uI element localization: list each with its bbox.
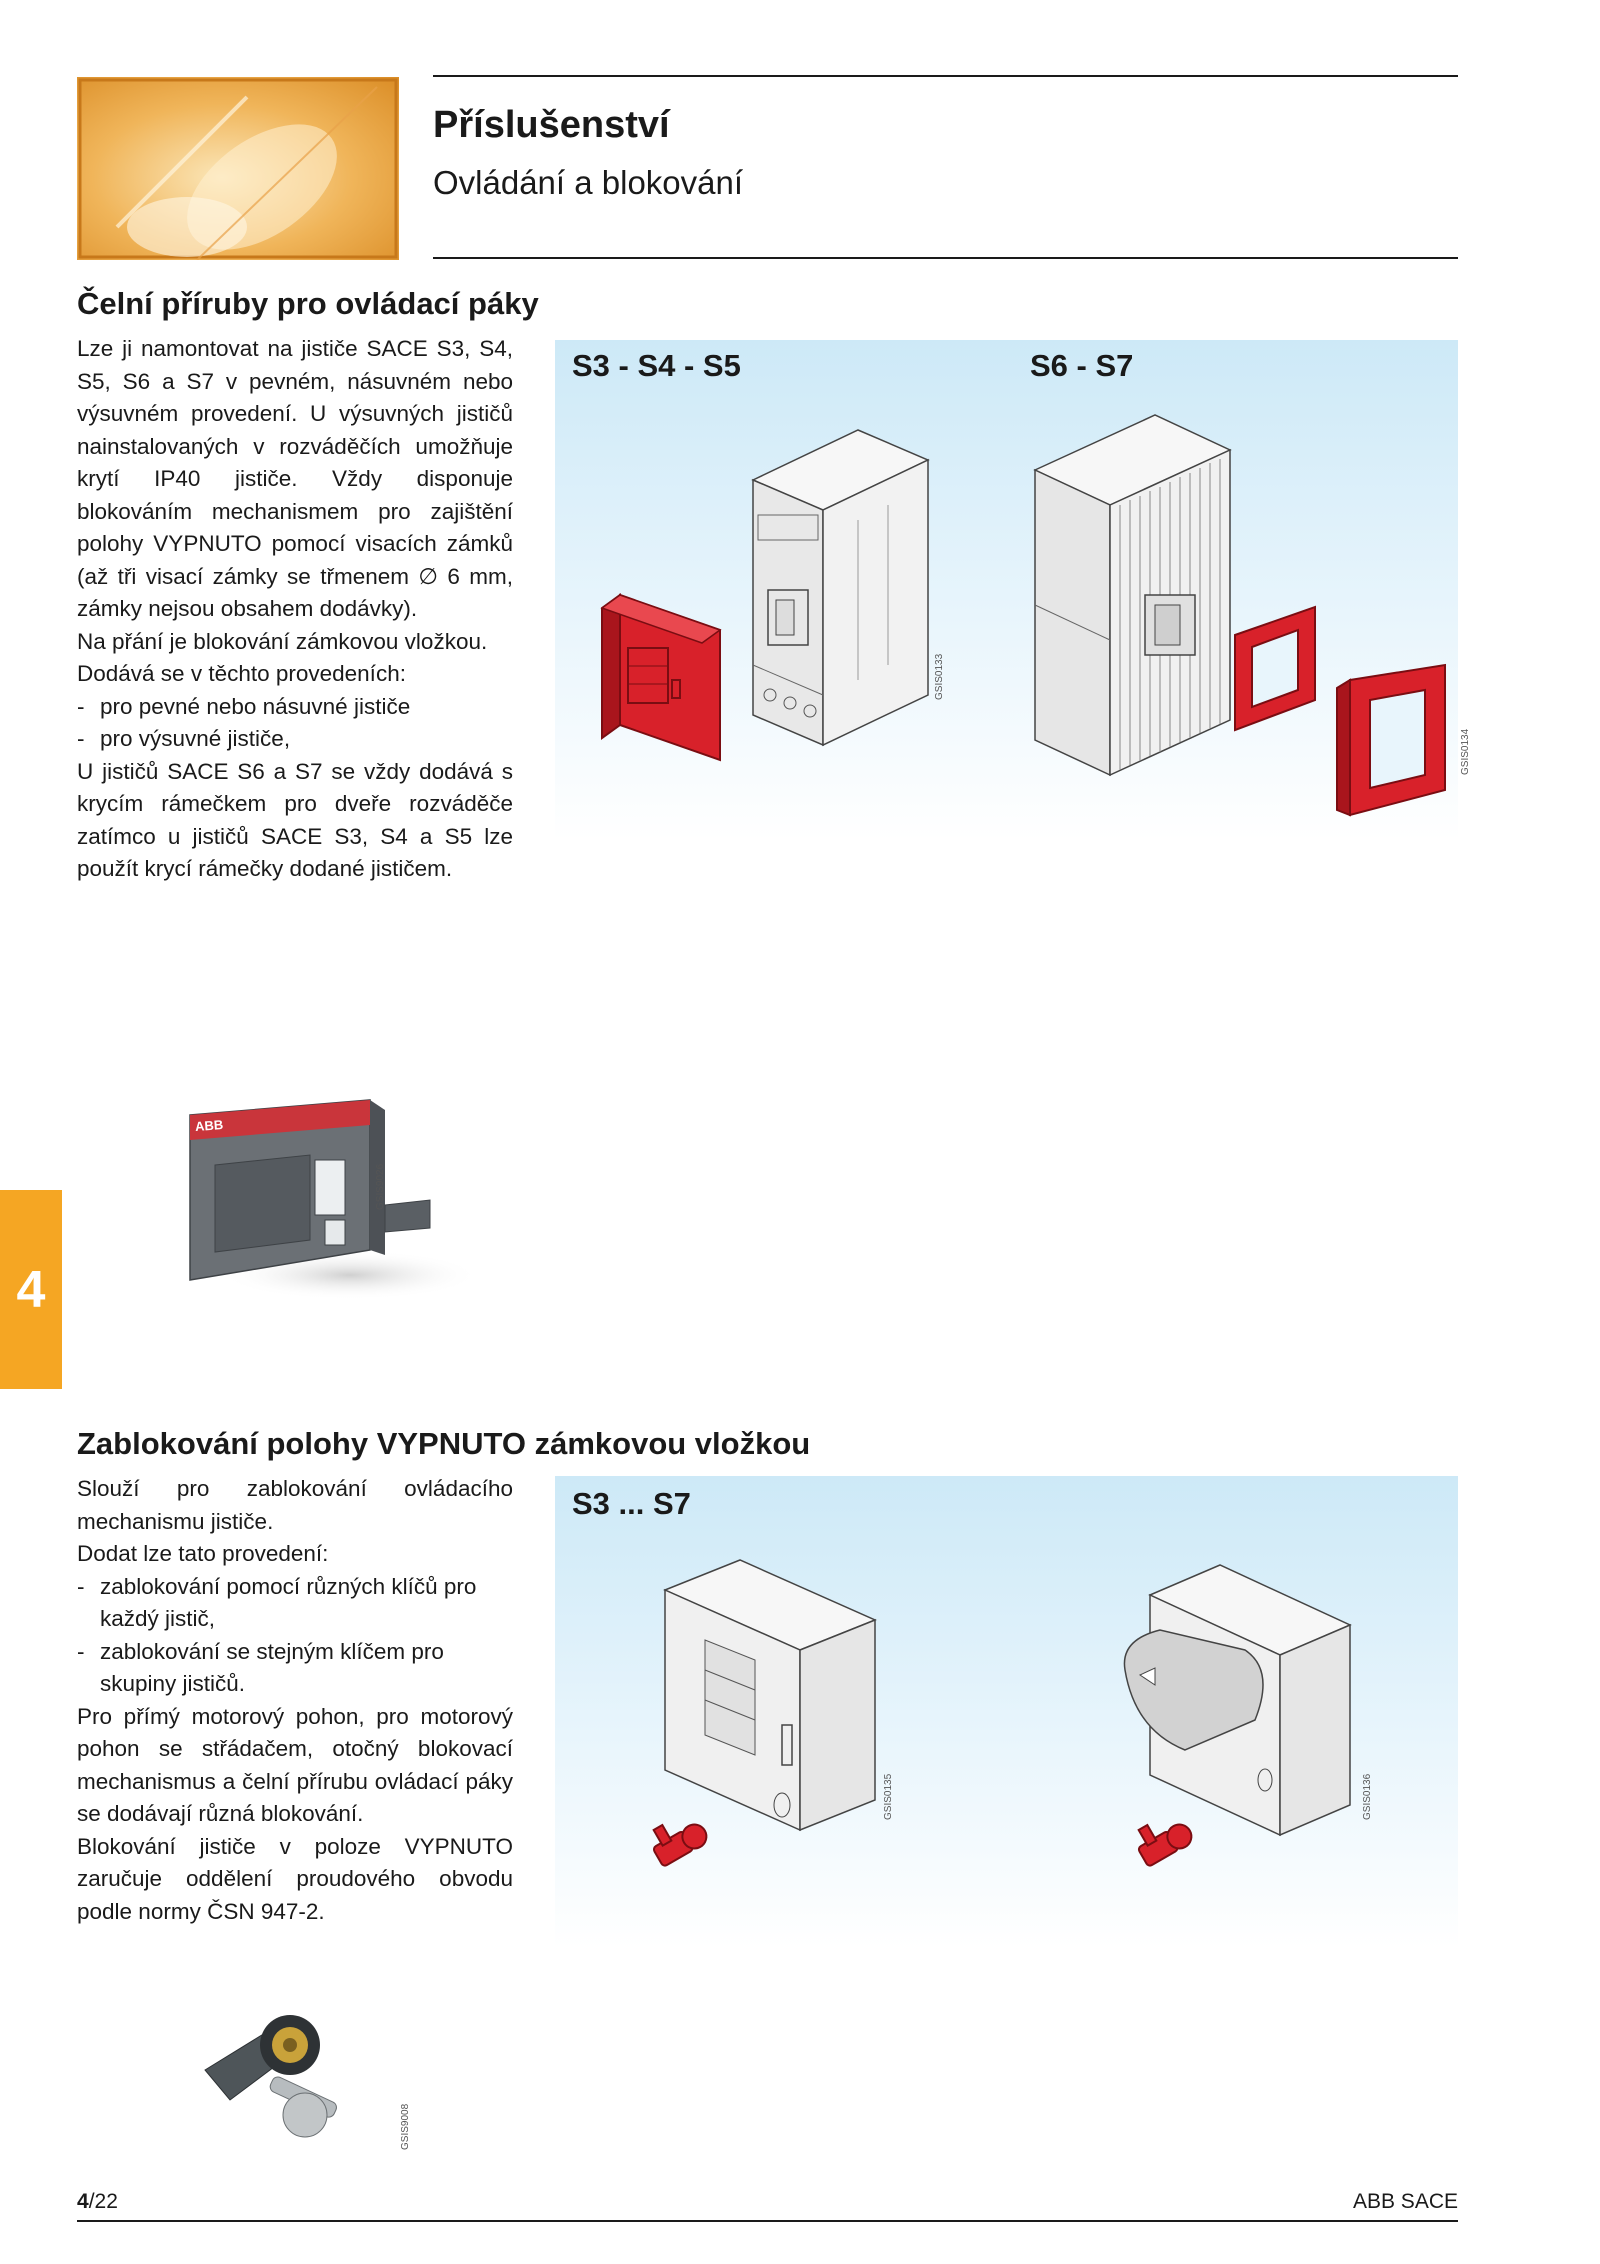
section2-heading: Zablokování polohy VYPNUTO zámkovou vlož… (77, 1426, 811, 1461)
list-item: -zablokování se stejným klíčem pro skupi… (77, 1638, 444, 1697)
header-top-rule (433, 75, 1458, 77)
section2-paragraph: Blokování jističe v poloze VYPNUTO zaruč… (77, 1833, 513, 1924)
panel-label-s3-s5: S3 - S4 - S5 (572, 348, 741, 383)
breaker-s3-s5-illustration (748, 420, 933, 755)
figure-code: GSIS0135 (883, 1773, 894, 1820)
key-lock-rotary-handle-illustration (1115, 1560, 1355, 1910)
header-bottom-rule (433, 257, 1458, 259)
section1-closing: U jističů SACE S6 a S7 se vždy dodává s … (77, 758, 513, 882)
flange-product-photo (180, 1080, 480, 1305)
breaker-s6-s7-illustration (1030, 405, 1235, 785)
door-frame-s6-s7-illustration (1335, 660, 1450, 825)
section1-paragraph: Dodává se v těchto provedeních: (77, 661, 406, 686)
flange-s3-s5-illustration (600, 590, 725, 770)
key-lock-product-photo (195, 2000, 395, 2165)
key-lock-flange-illustration (640, 1555, 880, 1910)
panel-label-s6-s7: S6 - S7 (1030, 348, 1134, 383)
page-number: 4/22 (77, 2190, 118, 2213)
list-item: -pro výsuvné jističe, (77, 726, 291, 751)
photo-brand-logo: ABB (194, 1117, 224, 1134)
panel-label-s3-s7: S3 ... S7 (572, 1486, 691, 1521)
page-subtitle: Ovládání a blokování (433, 164, 744, 201)
list-item: -zablokování pomocí různých klíčů pro ka… (77, 1573, 477, 1632)
footer-rule (77, 2220, 1458, 2222)
section2-paragraph: Pro přímý motorový pohon, pro motorový p… (77, 1703, 513, 1827)
figure-code: GSIS0134 (1460, 728, 1471, 775)
section2-paragraph: Slouží pro zablokování ovládacího mechan… (77, 1476, 513, 1534)
figure-code: GSIS0136 (1362, 1773, 1373, 1820)
photo-code: GSIS9008 (400, 2103, 411, 2150)
figure-code: GSIS0133 (934, 653, 945, 700)
section1-illustration-panel (555, 340, 1458, 840)
section1-paragraph: Na přání je blokování zámkovou vložkou. (77, 628, 488, 654)
list-item: -pro pevné nebo násuvné jističe (77, 693, 411, 719)
photo-code: GSIS9026 (375, 1163, 386, 1210)
company-name: ABB SACE (1352, 2190, 1458, 2213)
section2-paragraph: Dodat lze tato provedení: (77, 1541, 329, 1566)
page-title: Příslušenství (433, 104, 670, 146)
section1-heading: Čelní příruby pro ovládací páky (77, 286, 539, 321)
chapter-tab: 4 (0, 1190, 62, 1389)
section1-text: Lze ji namontovat na jističe SACE S3, S4… (77, 333, 513, 886)
section2-text: Slouží pro zablokování ovládacího mechan… (77, 1473, 513, 1928)
header-image (77, 77, 399, 261)
flange-s6-s7-illustration (1230, 605, 1320, 740)
section1-paragraph: Lze ji namontovat na jističe SACE S3, S4… (77, 336, 513, 621)
